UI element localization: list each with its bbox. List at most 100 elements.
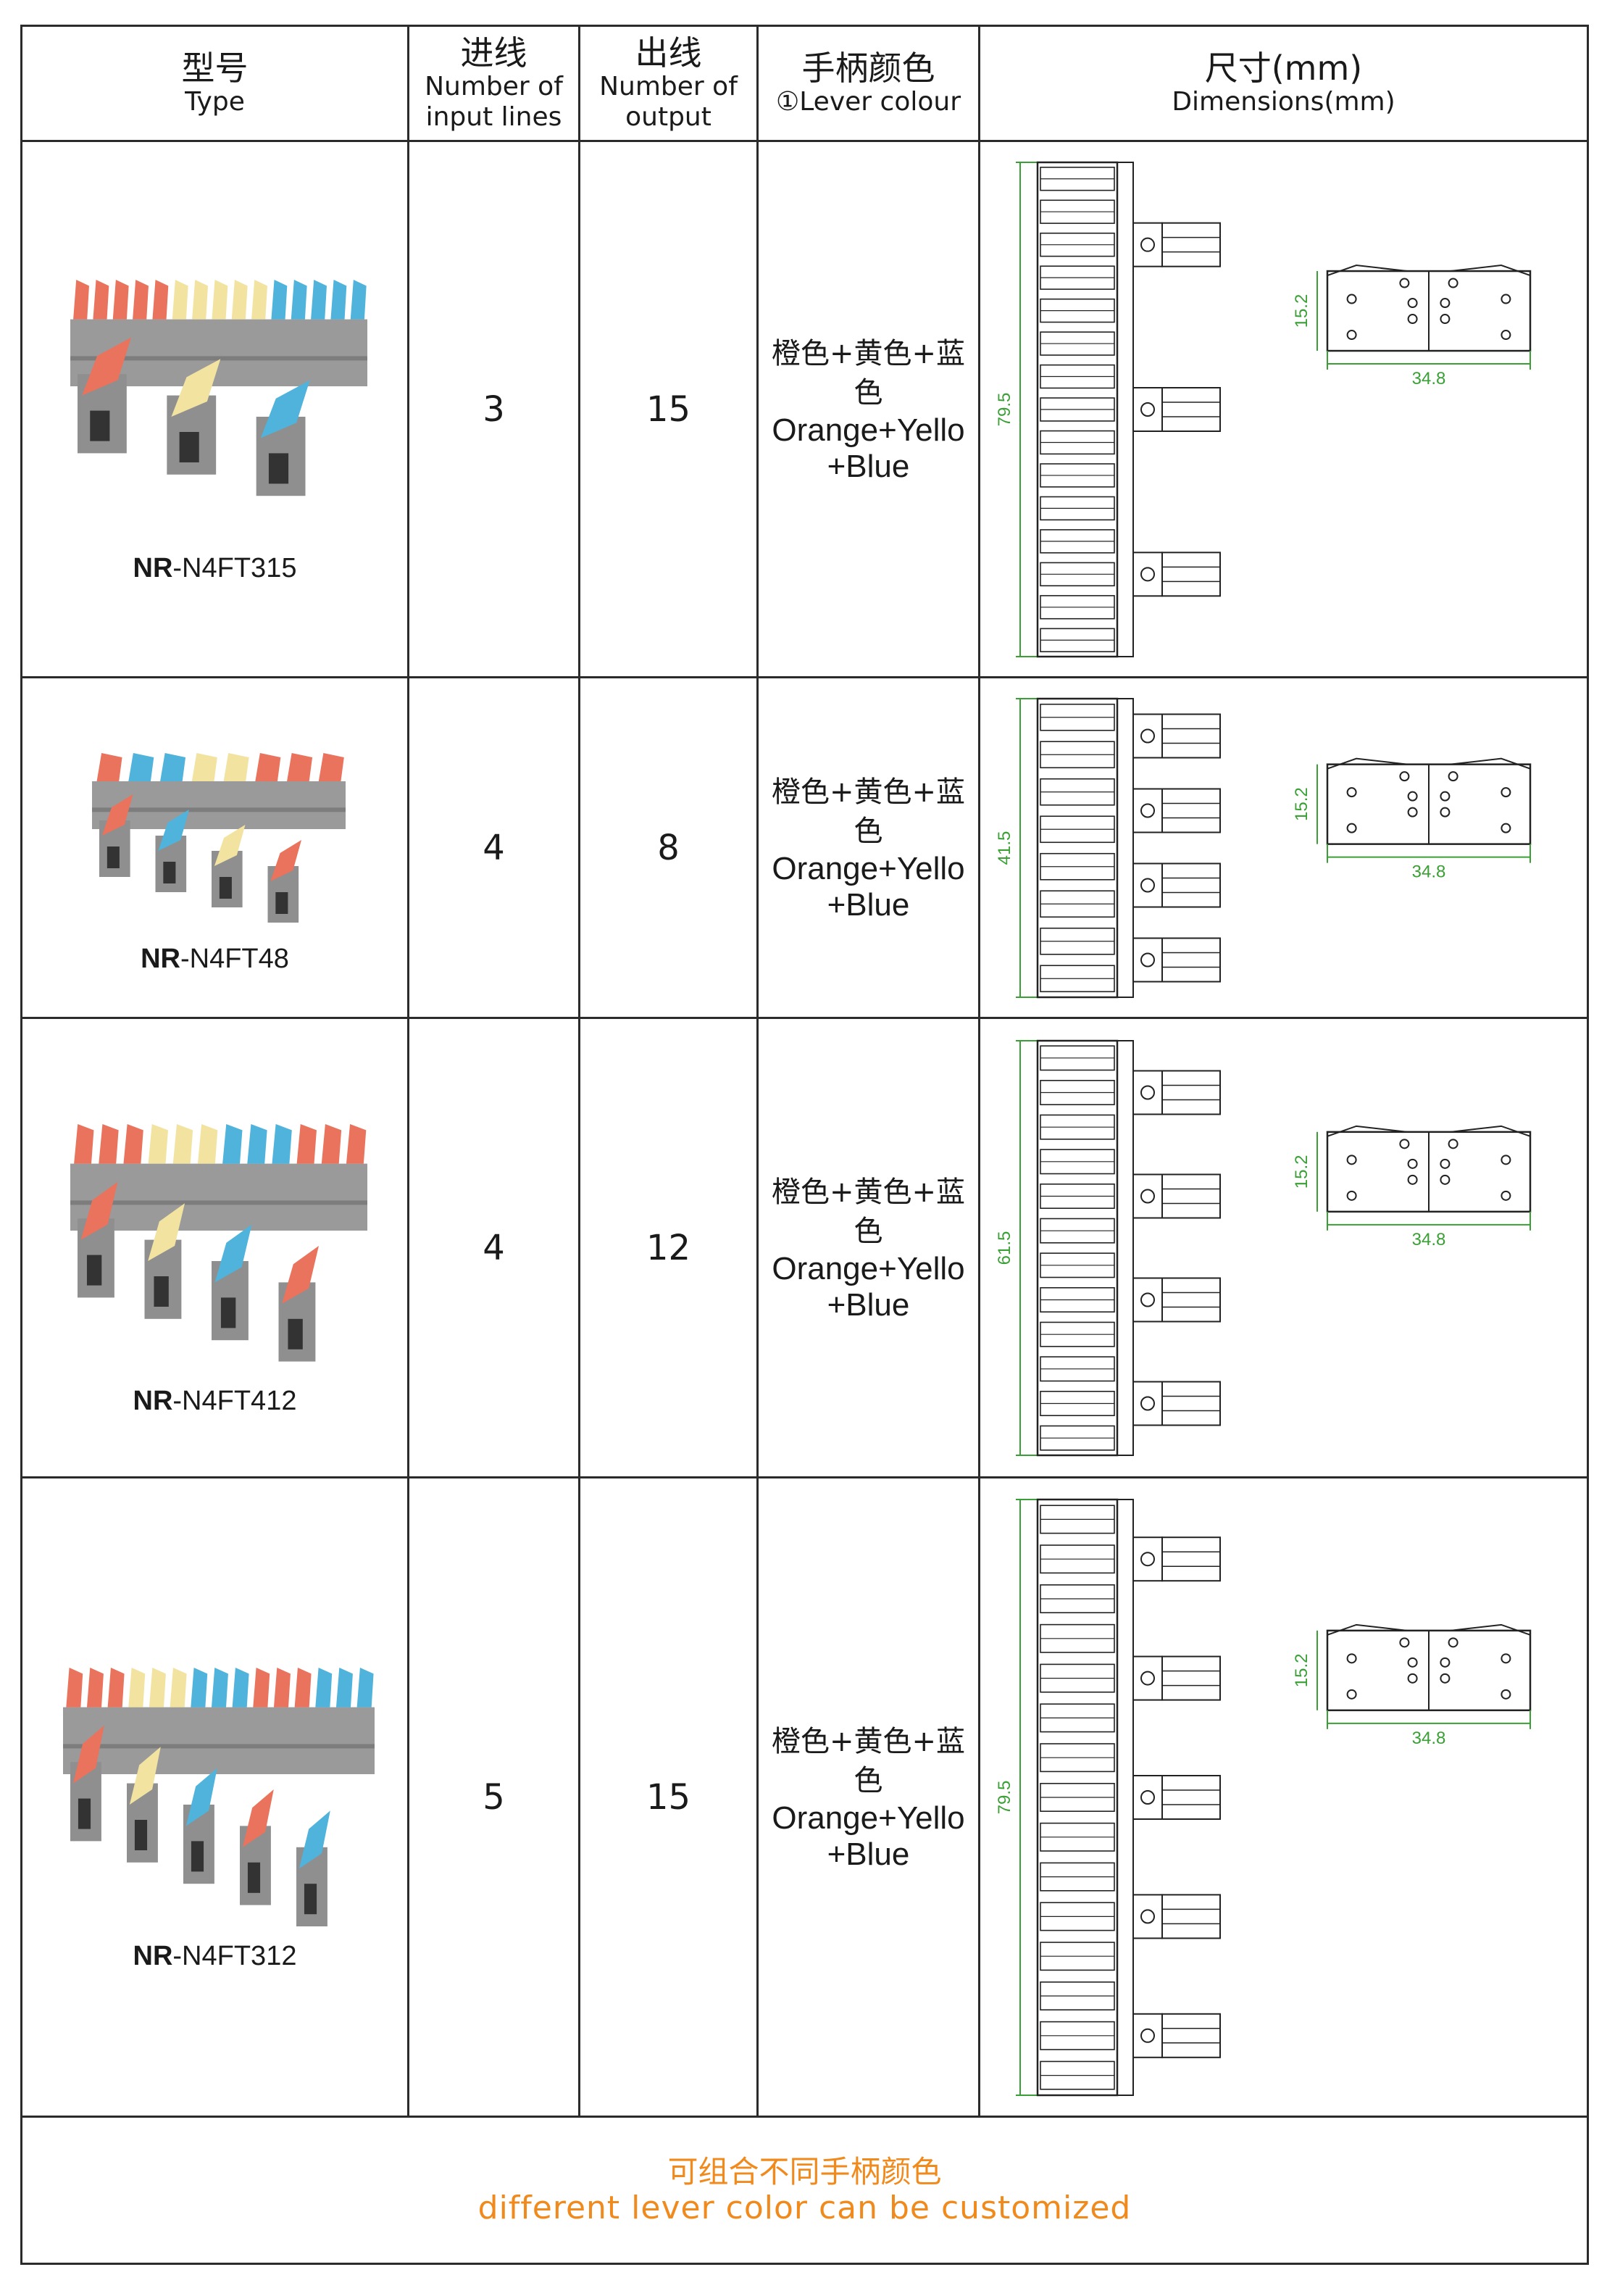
output-lever [172, 280, 188, 320]
output-lever [356, 1668, 374, 1708]
end-view-hole [1439, 807, 1450, 818]
end-view-lever [1450, 1125, 1530, 1137]
output-lever [271, 1124, 292, 1164]
output-lever [314, 1668, 332, 1708]
housing-rail [70, 1200, 367, 1205]
header-output-en1: Number of [599, 72, 738, 101]
product-cell: NR-N4FT412 [20, 1017, 409, 1478]
end-view-hole [1500, 1190, 1511, 1201]
input-tab [1132, 1381, 1163, 1426]
end-view-hole [1398, 278, 1409, 288]
length-dimension-label: 41.5 [995, 831, 1014, 865]
input-tab [1132, 1070, 1163, 1115]
output-lever [191, 753, 217, 781]
output-lever [159, 753, 185, 781]
input-tab [1132, 1536, 1163, 1581]
housing-rail [62, 1744, 375, 1749]
model-number: NR-N4FT315 [22, 553, 407, 584]
end-view-hole [1407, 1174, 1418, 1185]
input-lever-outline [1161, 222, 1221, 267]
input-count: 3 [407, 140, 580, 678]
header-dim-cn: 尺寸(mm) [1204, 49, 1363, 88]
product-row: NR-N4FT412 4 12 橙色+黄色+蓝色 Orange+Yello +B… [20, 1017, 1589, 1478]
dimension-drawing: 41.515.234.8 [995, 697, 1531, 998]
header-row: 型号 Type 进线 Number of input lines 出线 Numb… [20, 25, 1589, 142]
header-lever: 手柄颜色 ①Lever colour [756, 25, 980, 142]
housing-body [70, 1163, 367, 1231]
side-view-spine [1116, 1039, 1134, 1456]
input-tab [1132, 1655, 1163, 1701]
model-suffix: -N4FT312 [172, 1941, 297, 1971]
output-lever [270, 280, 287, 320]
input-lever-outline [1161, 1173, 1221, 1218]
input-tab-hole [1140, 237, 1155, 252]
output-lever [149, 1668, 166, 1708]
model-suffix: -N4FT315 [172, 553, 297, 583]
end-view-hole [1346, 1652, 1357, 1663]
end-view-lever [1450, 264, 1530, 276]
end-view-lever [1327, 757, 1407, 770]
lever-colour: 橙色+黄色+蓝色 Orange+Yello +Blue [756, 1476, 980, 2118]
end-view-hole [1448, 1138, 1458, 1149]
input-lever-outline [1161, 1277, 1221, 1322]
model-number: NR-N4FT412 [22, 1386, 407, 1417]
input-lever-outline [1161, 713, 1221, 758]
output-lever [310, 280, 327, 320]
output-lever [291, 280, 307, 320]
end-view-hole [1500, 823, 1511, 833]
input-tab-hole [1140, 1908, 1155, 1923]
output-lever [346, 1124, 366, 1164]
end-view-hole [1346, 1154, 1357, 1165]
input-lever [242, 1789, 274, 1847]
model-prefix: NR [133, 1941, 173, 1971]
input-tab-hole [1140, 1396, 1155, 1410]
connector-product-image [70, 280, 367, 496]
output-lever [86, 1668, 104, 1708]
length-dimension-label: 79.5 [995, 1780, 1014, 1814]
header-output-en2: output [625, 102, 711, 132]
output-lever [128, 1668, 145, 1708]
header-input-en1: Number of [425, 72, 563, 101]
input-tab-hole [1140, 952, 1155, 967]
wire-entry [89, 410, 109, 441]
end-view-hole [1439, 297, 1450, 308]
header-output-cn: 出线 [635, 33, 702, 72]
height-dimension-label: 15.2 [1292, 1155, 1311, 1189]
end-view-hole [1500, 1652, 1511, 1663]
dimension-drawing: 61.515.234.8 [995, 1039, 1531, 1456]
output-count: 15 [578, 1476, 759, 2118]
side-view-spine [1116, 697, 1134, 998]
side-view-outline [1036, 697, 1118, 998]
output-lever [132, 280, 149, 320]
output-lever [65, 1668, 83, 1708]
dimension-drawing: 79.515.234.8 [995, 161, 1531, 657]
end-view-hole [1439, 1174, 1450, 1185]
input-lever [281, 1246, 319, 1304]
header-type-en: Type [185, 87, 245, 117]
footer-note: 可组合不同手柄颜色 different lever color can be c… [20, 2116, 1589, 2265]
end-view-hole [1439, 791, 1450, 802]
lever-colour: 橙色+黄色+蓝色 Orange+Yello +Blue [756, 1017, 980, 1478]
output-lever [254, 753, 280, 781]
spec-sheet: 型号 Type 进线 Number of input lines 出线 Numb… [20, 25, 1589, 2274]
input-tab [1132, 386, 1163, 432]
input-lever [185, 1768, 217, 1826]
output-lever [112, 280, 129, 320]
end-view-hole [1439, 1673, 1450, 1684]
output-count: 8 [578, 676, 759, 1019]
wire-entry [247, 1862, 260, 1893]
input-lever-outline [1161, 1070, 1221, 1115]
output-lever [211, 280, 228, 320]
product-row: NR-N4FT312 5 15 橙色+黄色+蓝色 Orange+Yello +B… [20, 1476, 1589, 2118]
end-view-hole [1398, 1636, 1409, 1647]
output-count: 12 [578, 1017, 759, 1478]
input-tab [1132, 1173, 1163, 1218]
height-dimension-label: 15.2 [1292, 1653, 1311, 1687]
input-tab [1132, 862, 1163, 907]
width-dimension-label: 34.8 [1411, 862, 1445, 881]
end-view-hole [1500, 1689, 1511, 1700]
wire-entry [162, 862, 175, 883]
output-lever [330, 280, 346, 320]
